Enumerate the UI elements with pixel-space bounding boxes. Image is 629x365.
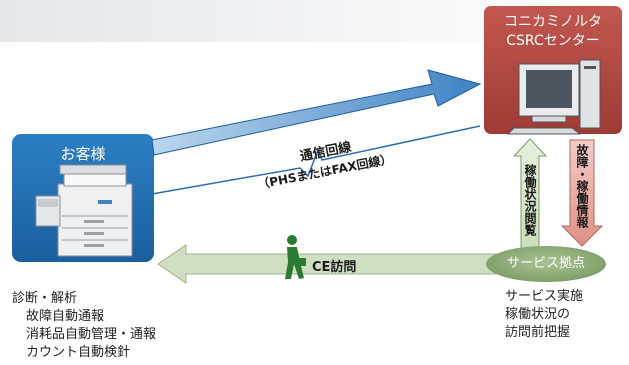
status-view-label: 稼働状況閲覧 [523, 164, 537, 236]
computer-illustration [506, 59, 601, 135]
service-point-ellipse [486, 246, 606, 282]
failure-info-arrow [560, 139, 604, 247]
walking-person-icon [285, 235, 306, 279]
features-left-heading: 診断・解析 [12, 291, 78, 306]
center-title-line1: コニカミノルタ [504, 14, 602, 30]
service-point-label: サービス拠点 [506, 256, 585, 271]
features-right-item: サービス実施 [505, 289, 584, 304]
ce-visit-label: CE訪問 [312, 260, 357, 275]
customer-title: お客様 [60, 145, 106, 163]
features-right-item: 訪問前把握 [505, 325, 571, 340]
auto-report-arrow [151, 69, 482, 156]
status-view-arrow [512, 138, 548, 249]
features-left-item: 消耗品自動管理・通報 [26, 327, 157, 342]
features-left-item: カウント自動検針 [26, 345, 131, 360]
comm-line-zigzag [151, 125, 481, 195]
features-left-item: 故障自動通報 [26, 309, 105, 324]
features-right-item: 稼働状況の [505, 307, 571, 322]
ce-visit-arrow [157, 244, 509, 284]
copier-illustration [35, 164, 133, 257]
center-title-line2: CSRCセンター [506, 33, 600, 49]
failure-info-label: 故障・稼働情報 [575, 144, 589, 228]
